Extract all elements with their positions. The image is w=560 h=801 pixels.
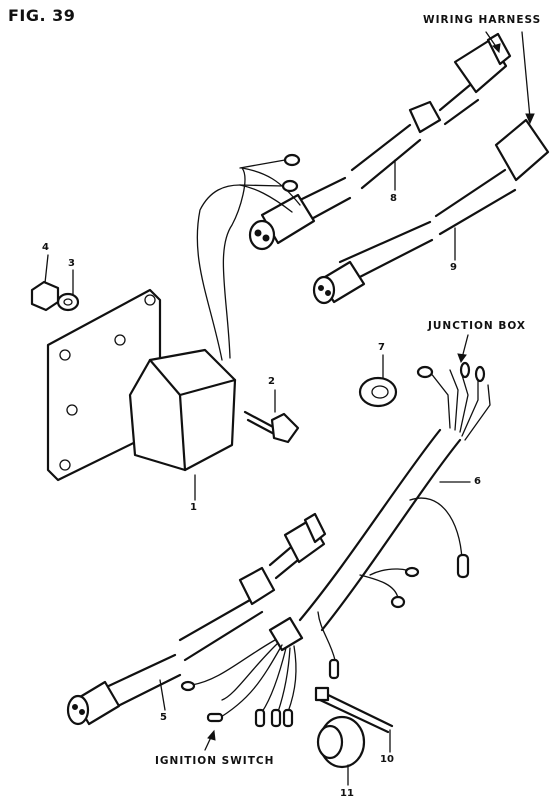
harness-5: [66, 512, 327, 728]
bolt-2: [243, 410, 300, 444]
washer-3: [56, 292, 80, 312]
cable-tie-10: [314, 686, 394, 734]
part-number-1: 1: [190, 502, 197, 513]
callout-wiring-harness: WIRING HARNESS: [423, 14, 542, 26]
part-number-8: 8: [390, 193, 397, 204]
part-number-3: 3: [68, 258, 75, 269]
figure-title: FIG. 39: [8, 6, 76, 25]
part-number-4: 4: [42, 242, 49, 253]
part-number-6: 6: [474, 476, 481, 487]
grommet-11: [316, 715, 366, 769]
part-number-11: 11: [340, 788, 354, 799]
harness-cable-9: [312, 118, 550, 305]
callout-junction-box: JUNCTION BOX: [428, 320, 527, 332]
cdi-unit-1: [46, 167, 246, 482]
part-number-2: 2: [268, 376, 275, 387]
harness-cable-8: [239, 32, 512, 251]
nut-4: [30, 280, 60, 312]
harness-6: [298, 361, 491, 680]
callout-ignition-switch: IGNITION SWITCH: [155, 755, 275, 767]
part-number-10: 10: [380, 754, 394, 765]
grommet-7: [358, 376, 398, 408]
part-number-7: 7: [378, 342, 385, 353]
part-number-5: 5: [160, 712, 167, 723]
part-number-9: 9: [450, 262, 457, 273]
leader-lines: [44, 31, 535, 786]
